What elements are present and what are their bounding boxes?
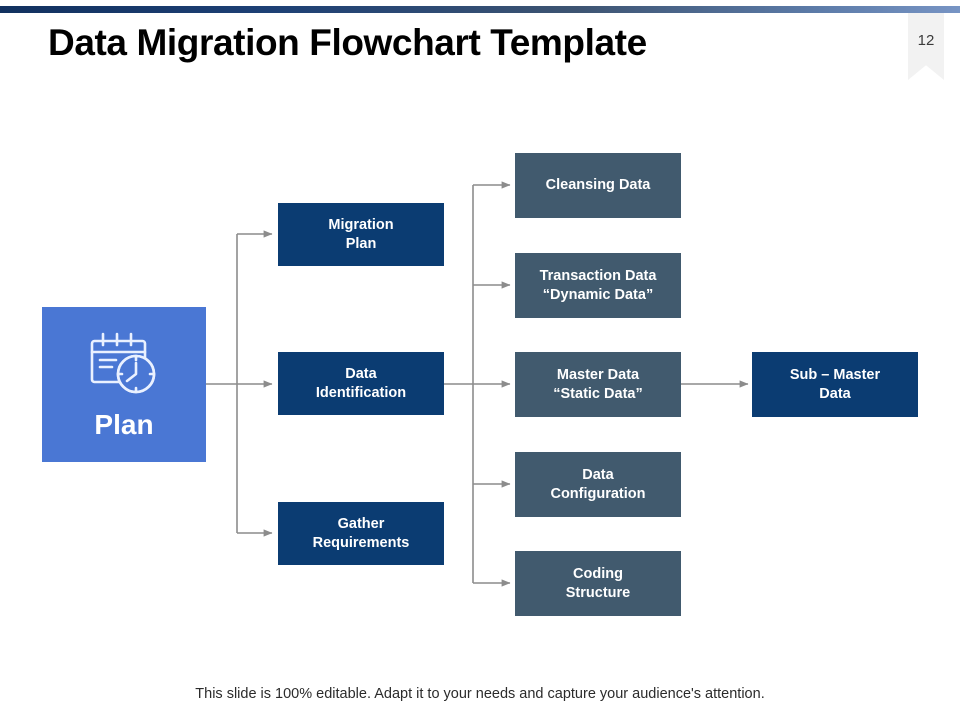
calendar-clock-icon [90, 332, 156, 394]
node-cleansing-data[interactable]: Cleansing Data [515, 153, 681, 218]
node-transaction-data-line2: “Dynamic Data” [542, 286, 654, 303]
page-number-ribbon: 12 [908, 13, 944, 80]
node-data-identification-line1: Data [345, 365, 377, 382]
node-cleansing-data-line1: Cleansing Data [545, 177, 651, 194]
node-data-identification[interactable]: Data Identification [278, 352, 444, 415]
node-data-configuration-line1: Data [582, 466, 614, 483]
node-master-data[interactable]: Master Data “Static Data” [515, 352, 681, 417]
footer-note: This slide is 100% editable. Adapt it to… [195, 686, 765, 702]
page-number-text: 12 [917, 32, 935, 49]
node-data-identification-line2: Identification [315, 384, 407, 401]
node-coding-structure[interactable]: Coding Structure [515, 551, 681, 616]
node-migration-plan-line2: Plan [345, 235, 377, 252]
node-transaction-data-line1: Transaction Data [539, 267, 657, 284]
page-title: Data Migration Flowchart Template [48, 22, 647, 63]
node-gather-requirements-line2: Requirements [312, 534, 410, 551]
node-migration-plan-line1: Migration [328, 216, 394, 233]
node-transaction-data[interactable]: Transaction Data “Dynamic Data” [515, 253, 681, 318]
node-master-data-line1: Master Data [556, 366, 640, 383]
node-data-configuration-line2: Configuration [550, 485, 646, 502]
node-migration-plan[interactable]: Migration Plan [278, 203, 444, 266]
node-gather-requirements[interactable]: Gather Requirements [278, 502, 444, 565]
node-sub-master-data-line1: Sub – Master [789, 366, 881, 383]
node-sub-master-data-line2: Data [819, 385, 851, 402]
node-master-data-line2: “Static Data” [553, 385, 643, 402]
node-plan-label: Plan [94, 409, 154, 440]
node-gather-requirements-line1: Gather [337, 515, 385, 532]
top-accent-bar [0, 6, 960, 13]
node-plan[interactable]: Plan [42, 307, 206, 462]
node-data-configuration[interactable]: Data Configuration [515, 452, 681, 517]
node-coding-structure-line2: Structure [565, 584, 631, 601]
node-sub-master-data[interactable]: Sub – Master Data [752, 352, 918, 417]
node-coding-structure-line1: Coding [573, 565, 623, 582]
